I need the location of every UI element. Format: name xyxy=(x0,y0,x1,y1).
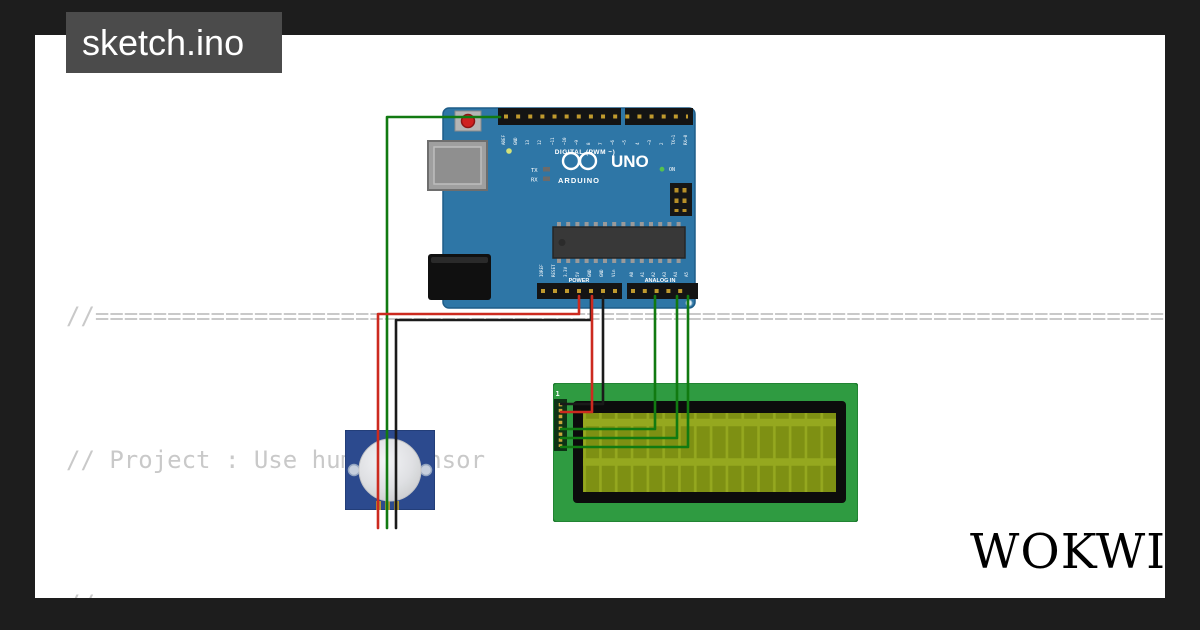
pir-mounting-hole xyxy=(419,463,433,477)
lcd-screen xyxy=(583,413,836,492)
icsp-header xyxy=(670,183,692,216)
digital-pin-label: GND xyxy=(513,137,518,145)
arduino-mounting-hole xyxy=(685,299,693,307)
digital-pin-label: ~6 xyxy=(610,139,615,145)
pir-pin xyxy=(394,501,399,510)
analog-pin-label: A5 xyxy=(684,271,689,277)
digital-pin-label: ~3 xyxy=(647,139,652,145)
power-jack-highlight xyxy=(431,257,488,263)
analog-pin-label: A4 xyxy=(673,271,678,277)
digital-pin-label: ~10 xyxy=(562,137,567,145)
analog-caption: ANALOG IN xyxy=(645,278,676,284)
code-line: // xyxy=(66,580,1165,598)
lcd1602-display[interactable]: 1 xyxy=(553,383,858,522)
digital-pin-label: 12 xyxy=(537,139,542,145)
power-pin-label: 3.3V xyxy=(563,266,568,277)
power-pin-label: GND xyxy=(587,269,592,277)
power-pin-label: GND xyxy=(599,269,604,277)
usb-connector-inner xyxy=(433,146,482,185)
wokwi-logo: WOKWI xyxy=(970,524,1167,580)
on-label: ON xyxy=(669,167,675,173)
analog-pin-label: A2 xyxy=(651,271,656,277)
power-pin-label: IOREF xyxy=(539,264,544,277)
analog-pin-label: A0 xyxy=(629,271,634,277)
led-tx xyxy=(543,167,550,172)
lcd-pin-header xyxy=(554,399,567,451)
file-tab-label: sketch.ino xyxy=(82,22,245,63)
reset-button[interactable] xyxy=(460,113,476,129)
led-l xyxy=(506,148,512,154)
brand-label: ARDUINO xyxy=(558,176,600,185)
arduino-infinity-logo xyxy=(561,151,598,171)
tx-label: TX xyxy=(531,168,538,174)
arduino-uno-board[interactable]: AREF GND 13 12 ~11 ~10 ~9 8 7 ~6 ~5 4 ~3… xyxy=(425,104,703,312)
analog-header-strip xyxy=(627,283,698,299)
atmega-notch xyxy=(558,239,566,246)
power-pin-label: RESET xyxy=(551,264,556,277)
digital-pin-label: 4 xyxy=(635,142,640,145)
model-label: UNO xyxy=(611,152,649,171)
rx-label: RX xyxy=(531,178,538,184)
file-tab[interactable]: sketch.ino xyxy=(66,12,283,73)
analog-pin-label: A3 xyxy=(662,271,667,277)
digital-pin-label: 7 xyxy=(598,142,603,145)
digital-pin-label: ~9 xyxy=(574,139,579,145)
digital-pin-label: RX←0 xyxy=(683,134,688,145)
pir-mounting-hole xyxy=(347,463,361,477)
digital-pin-label: ~5 xyxy=(622,139,627,145)
atmega-chip xyxy=(552,226,686,259)
digital-pin-label: 13 xyxy=(525,139,530,145)
lcd-pin1-label: 1 xyxy=(556,390,560,398)
power-pin-label: Vin xyxy=(611,269,616,277)
power-pin-label: 5V xyxy=(575,271,580,277)
pir-pin xyxy=(376,501,381,510)
pir-sensor[interactable] xyxy=(345,430,435,510)
analog-pin-label: A1 xyxy=(640,271,645,277)
digital-pin-label: TX→1 xyxy=(671,134,676,145)
led-on xyxy=(659,166,665,172)
digital-pin-label: ~11 xyxy=(550,137,555,145)
digital-pin-label: AREF xyxy=(501,134,506,145)
digital-pin-label: 2 xyxy=(659,142,664,145)
pir-dome xyxy=(358,438,422,502)
led-rx xyxy=(543,176,550,181)
digital-header-strip xyxy=(498,108,621,125)
digital-header-strip xyxy=(625,108,693,125)
power-caption: POWER xyxy=(569,278,590,284)
pir-pin xyxy=(385,501,390,510)
digital-pin-label: 8 xyxy=(586,142,591,145)
